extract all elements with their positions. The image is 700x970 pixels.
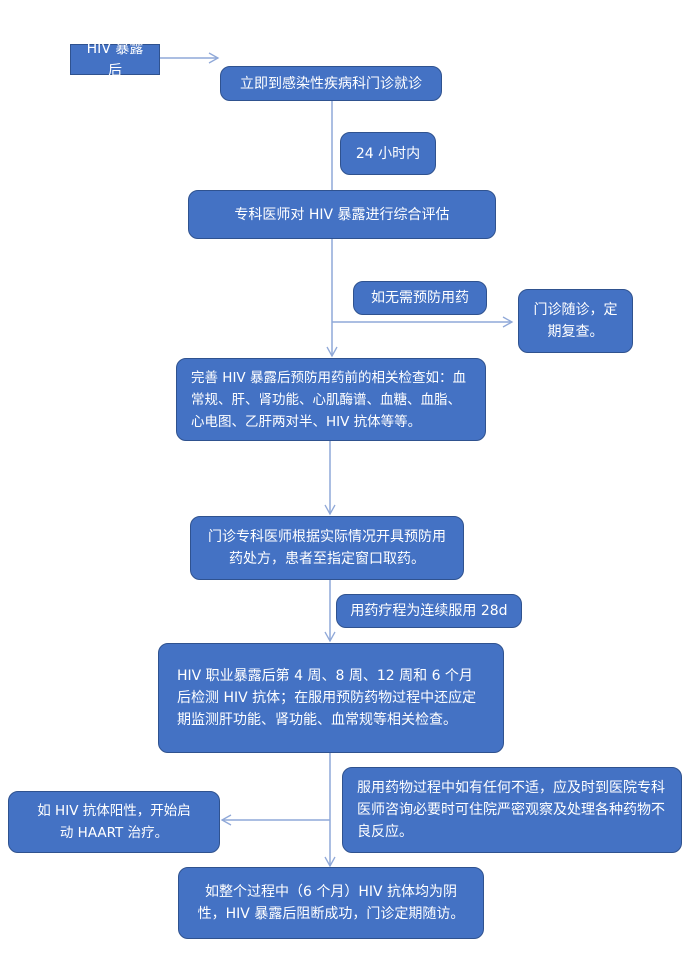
node-prescription: 门诊专科医师根据实际情况开具预防用药处方，患者至指定窗口取药。 [190, 516, 464, 580]
node-negative: 如整个过程中（6 个月）HIV 抗体均为阴性，HIV 暴露后阻断成功，门诊定期随… [178, 867, 484, 939]
node-adverse-label: 服用药物过程中如有任何不适，应及时到医院专科医师咨询必要时可住院严密观察及处理各… [357, 780, 665, 840]
node-follow-up-label: 门诊随诊，定期复查。 [533, 302, 618, 340]
node-positive-label: 如 HIV 抗体阳性，开始启动 HAART 治疗。 [37, 803, 191, 841]
node-clinic-visit-label: 立即到感染性疾病科门诊就诊 [240, 75, 422, 92]
node-clinic-visit: 立即到感染性疾病科门诊就诊 [220, 66, 442, 101]
node-adverse: 服用药物过程中如有任何不适，应及时到医院专科医师咨询必要时可住院严密观察及处理各… [342, 767, 682, 853]
node-start-label: HIV 暴露后 [86, 40, 144, 79]
label-no-prophylaxis-text: 如无需预防用药 [371, 290, 469, 306]
label-course-text: 用药疗程为连续服用 28d [350, 603, 508, 619]
node-evaluation-label: 专科医师对 HIV 暴露进行综合评估 [234, 206, 450, 223]
node-monitoring: HIV 职业暴露后第 4 周、8 周、12 周和 6 个月后检测 HIV 抗体；… [158, 643, 504, 753]
node-negative-label: 如整个过程中（6 个月）HIV 抗体均为阴性，HIV 暴露后阻断成功，门诊定期随… [197, 884, 465, 922]
label-no-prophylaxis: 如无需预防用药 [353, 281, 487, 315]
label-within-24h-text: 24 小时内 [355, 145, 421, 162]
node-evaluation: 专科医师对 HIV 暴露进行综合评估 [188, 190, 496, 239]
node-prescription-label: 门诊专科医师根据实际情况开具预防用药处方，患者至指定窗口取药。 [208, 529, 446, 567]
label-within-24h: 24 小时内 [340, 132, 436, 175]
node-start: HIV 暴露后 [70, 41, 160, 79]
node-pre-tests: 完善 HIV 暴露后预防用药前的相关检查如：血常规、肝、肾功能、心肌酶谱、血糖、… [176, 358, 486, 441]
node-monitoring-label: HIV 职业暴露后第 4 周、8 周、12 周和 6 个月后检测 HIV 抗体；… [177, 668, 477, 728]
node-pre-tests-label: 完善 HIV 暴露后预防用药前的相关检查如：血常规、肝、肾功能、心肌酶谱、血糖、… [191, 369, 466, 430]
label-course: 用药疗程为连续服用 28d [336, 594, 522, 628]
node-follow-up: 门诊随诊，定期复查。 [518, 289, 633, 353]
node-positive: 如 HIV 抗体阳性，开始启动 HAART 治疗。 [8, 791, 220, 853]
